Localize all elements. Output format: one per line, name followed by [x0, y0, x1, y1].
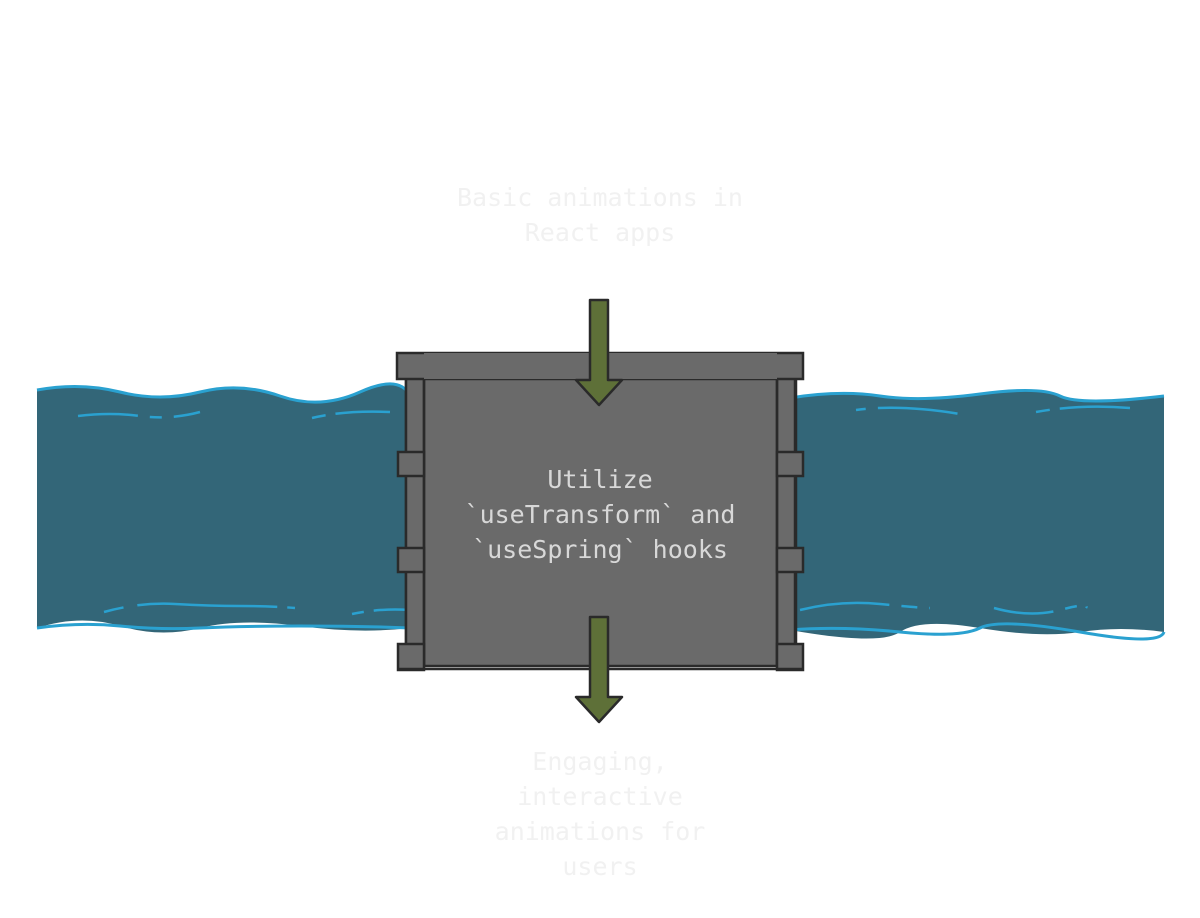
input-label: Basic animations in React apps: [457, 183, 743, 247]
output-arrow: [574, 615, 624, 724]
output-label: Engaging, interactive animations for use…: [494, 747, 706, 881]
river-left: [36, 382, 412, 633]
process-label: Utilize `useTransform` and `useSpring` h…: [464, 465, 736, 564]
river-right: [789, 388, 1166, 641]
input-arrow: [574, 298, 624, 407]
